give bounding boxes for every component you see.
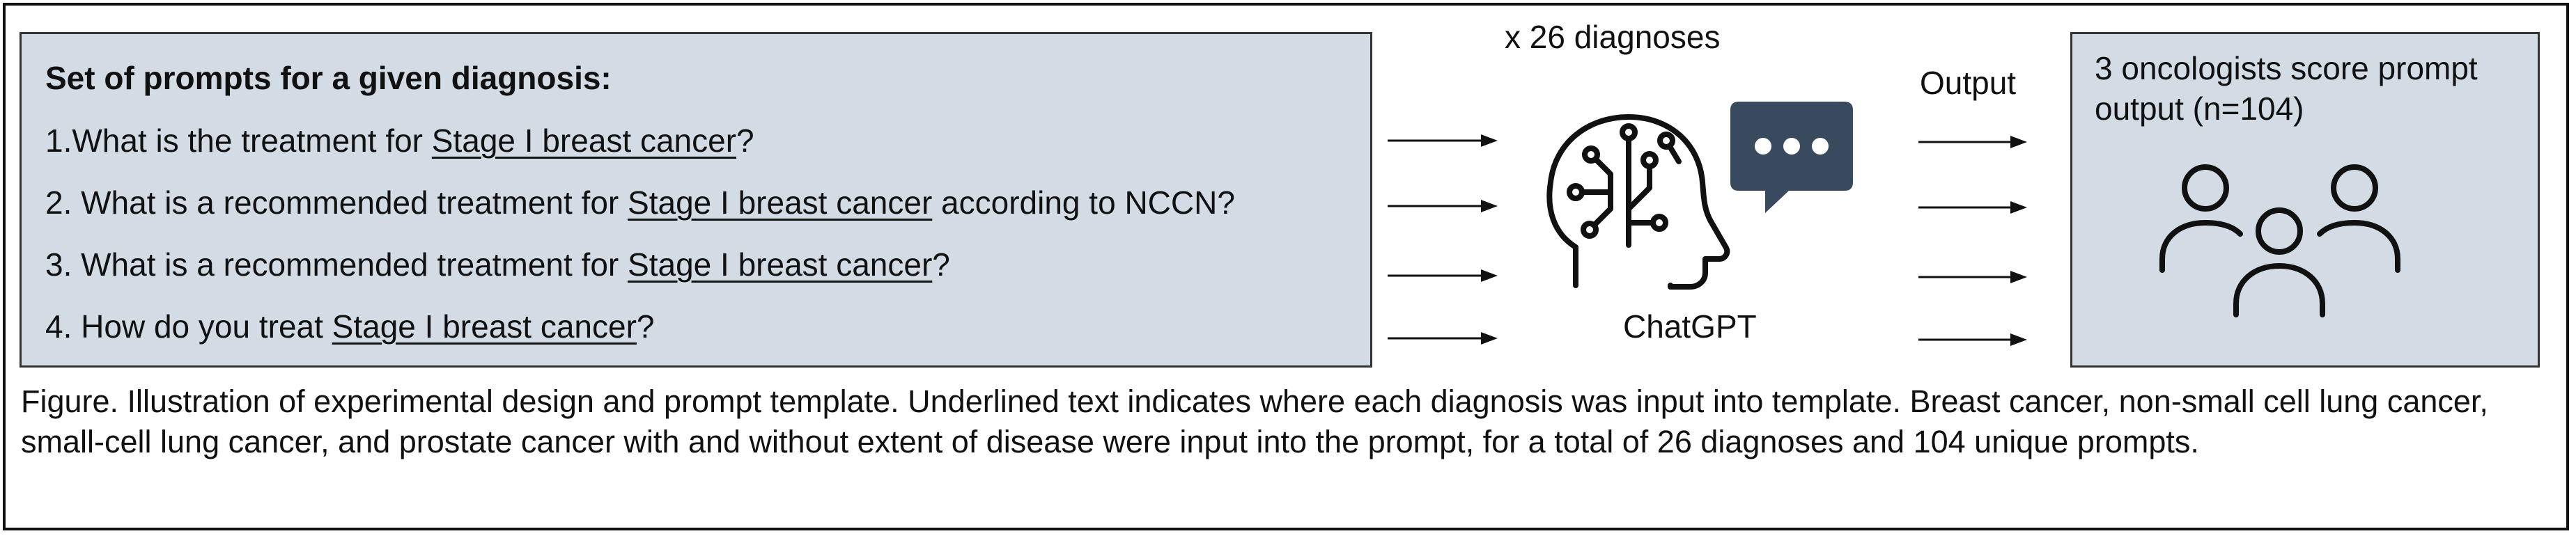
- diagnosis-placeholder: Stage I breast cancer: [628, 184, 933, 221]
- output-arrow-3-head: [2010, 271, 2027, 283]
- model-name-label: ChatGPT: [1623, 308, 1757, 345]
- prompt-text: 4. How do you treat: [45, 308, 332, 345]
- person-left-head: [2182, 164, 2229, 212]
- output-arrow-2-head: [2010, 201, 2027, 214]
- input-arrow-3-head: [1481, 269, 1498, 282]
- prompt-line-4: 4. How do you treat Stage I breast cance…: [45, 308, 1370, 345]
- person-center-body: [2233, 262, 2325, 317]
- prompt-line-3: 3. What is a recommended treatment for S…: [45, 246, 1370, 283]
- person-right-body: [2317, 219, 2400, 273]
- chat-bubble-icon: [1730, 102, 1853, 213]
- diagnosis-placeholder: Stage I breast cancer: [431, 123, 737, 159]
- output-arrows: [1918, 136, 2027, 346]
- prompt-set-panel: Set of prompts for a given diagnosis: 1.…: [20, 32, 1372, 368]
- input-arrow-1-head: [1481, 134, 1498, 147]
- diagnosis-multiplier-label: x 26 diagnoses: [1505, 19, 1721, 55]
- prompt-text: 2. What is a recommended treatment for: [45, 184, 628, 221]
- prompt-line-1: 1.What is the treatment for Stage I brea…: [45, 122, 1370, 159]
- oncologist-scoring-panel: 3 oncologists score prompt output (n=104…: [2070, 32, 2540, 368]
- prompt-set-heading: Set of prompts for a given diagnosis:: [45, 60, 612, 96]
- diagnosis-placeholder: Stage I breast cancer: [332, 308, 637, 345]
- input-arrow-2-head: [1481, 200, 1498, 212]
- oncologist-scoring-text: 3 oncologists score prompt output (n=104…: [2095, 50, 2478, 127]
- people-group-icon: [2159, 164, 2400, 317]
- ai-brain-head-icon: [1546, 114, 1730, 290]
- prompt-text: 1.What is the treatment for: [45, 123, 432, 159]
- person-center-head: [2256, 207, 2303, 255]
- figure-caption: Figure. Illustration of experimental des…: [21, 384, 2488, 459]
- output-label: Output: [1920, 65, 2017, 101]
- prompt-text: according to NCCN?: [932, 184, 1235, 221]
- input-arrow-4-head: [1481, 332, 1498, 345]
- prompt-text: ?: [636, 308, 655, 345]
- input-arrows: [1388, 134, 1498, 345]
- diagnosis-placeholder: Stage I breast cancer: [628, 246, 933, 283]
- prompt-text: 3. What is a recommended treatment for: [45, 246, 628, 283]
- output-arrow-4-head: [2010, 333, 2027, 346]
- figure-frame: [3, 3, 2569, 530]
- output-arrow-1-head: [2010, 136, 2027, 148]
- prompt-text: ?: [736, 123, 754, 159]
- person-right-head: [2331, 164, 2378, 212]
- prompt-text: ?: [932, 246, 950, 283]
- person-left-body: [2159, 219, 2243, 273]
- prompt-line-2: 2. What is a recommended treatment for S…: [45, 184, 1370, 221]
